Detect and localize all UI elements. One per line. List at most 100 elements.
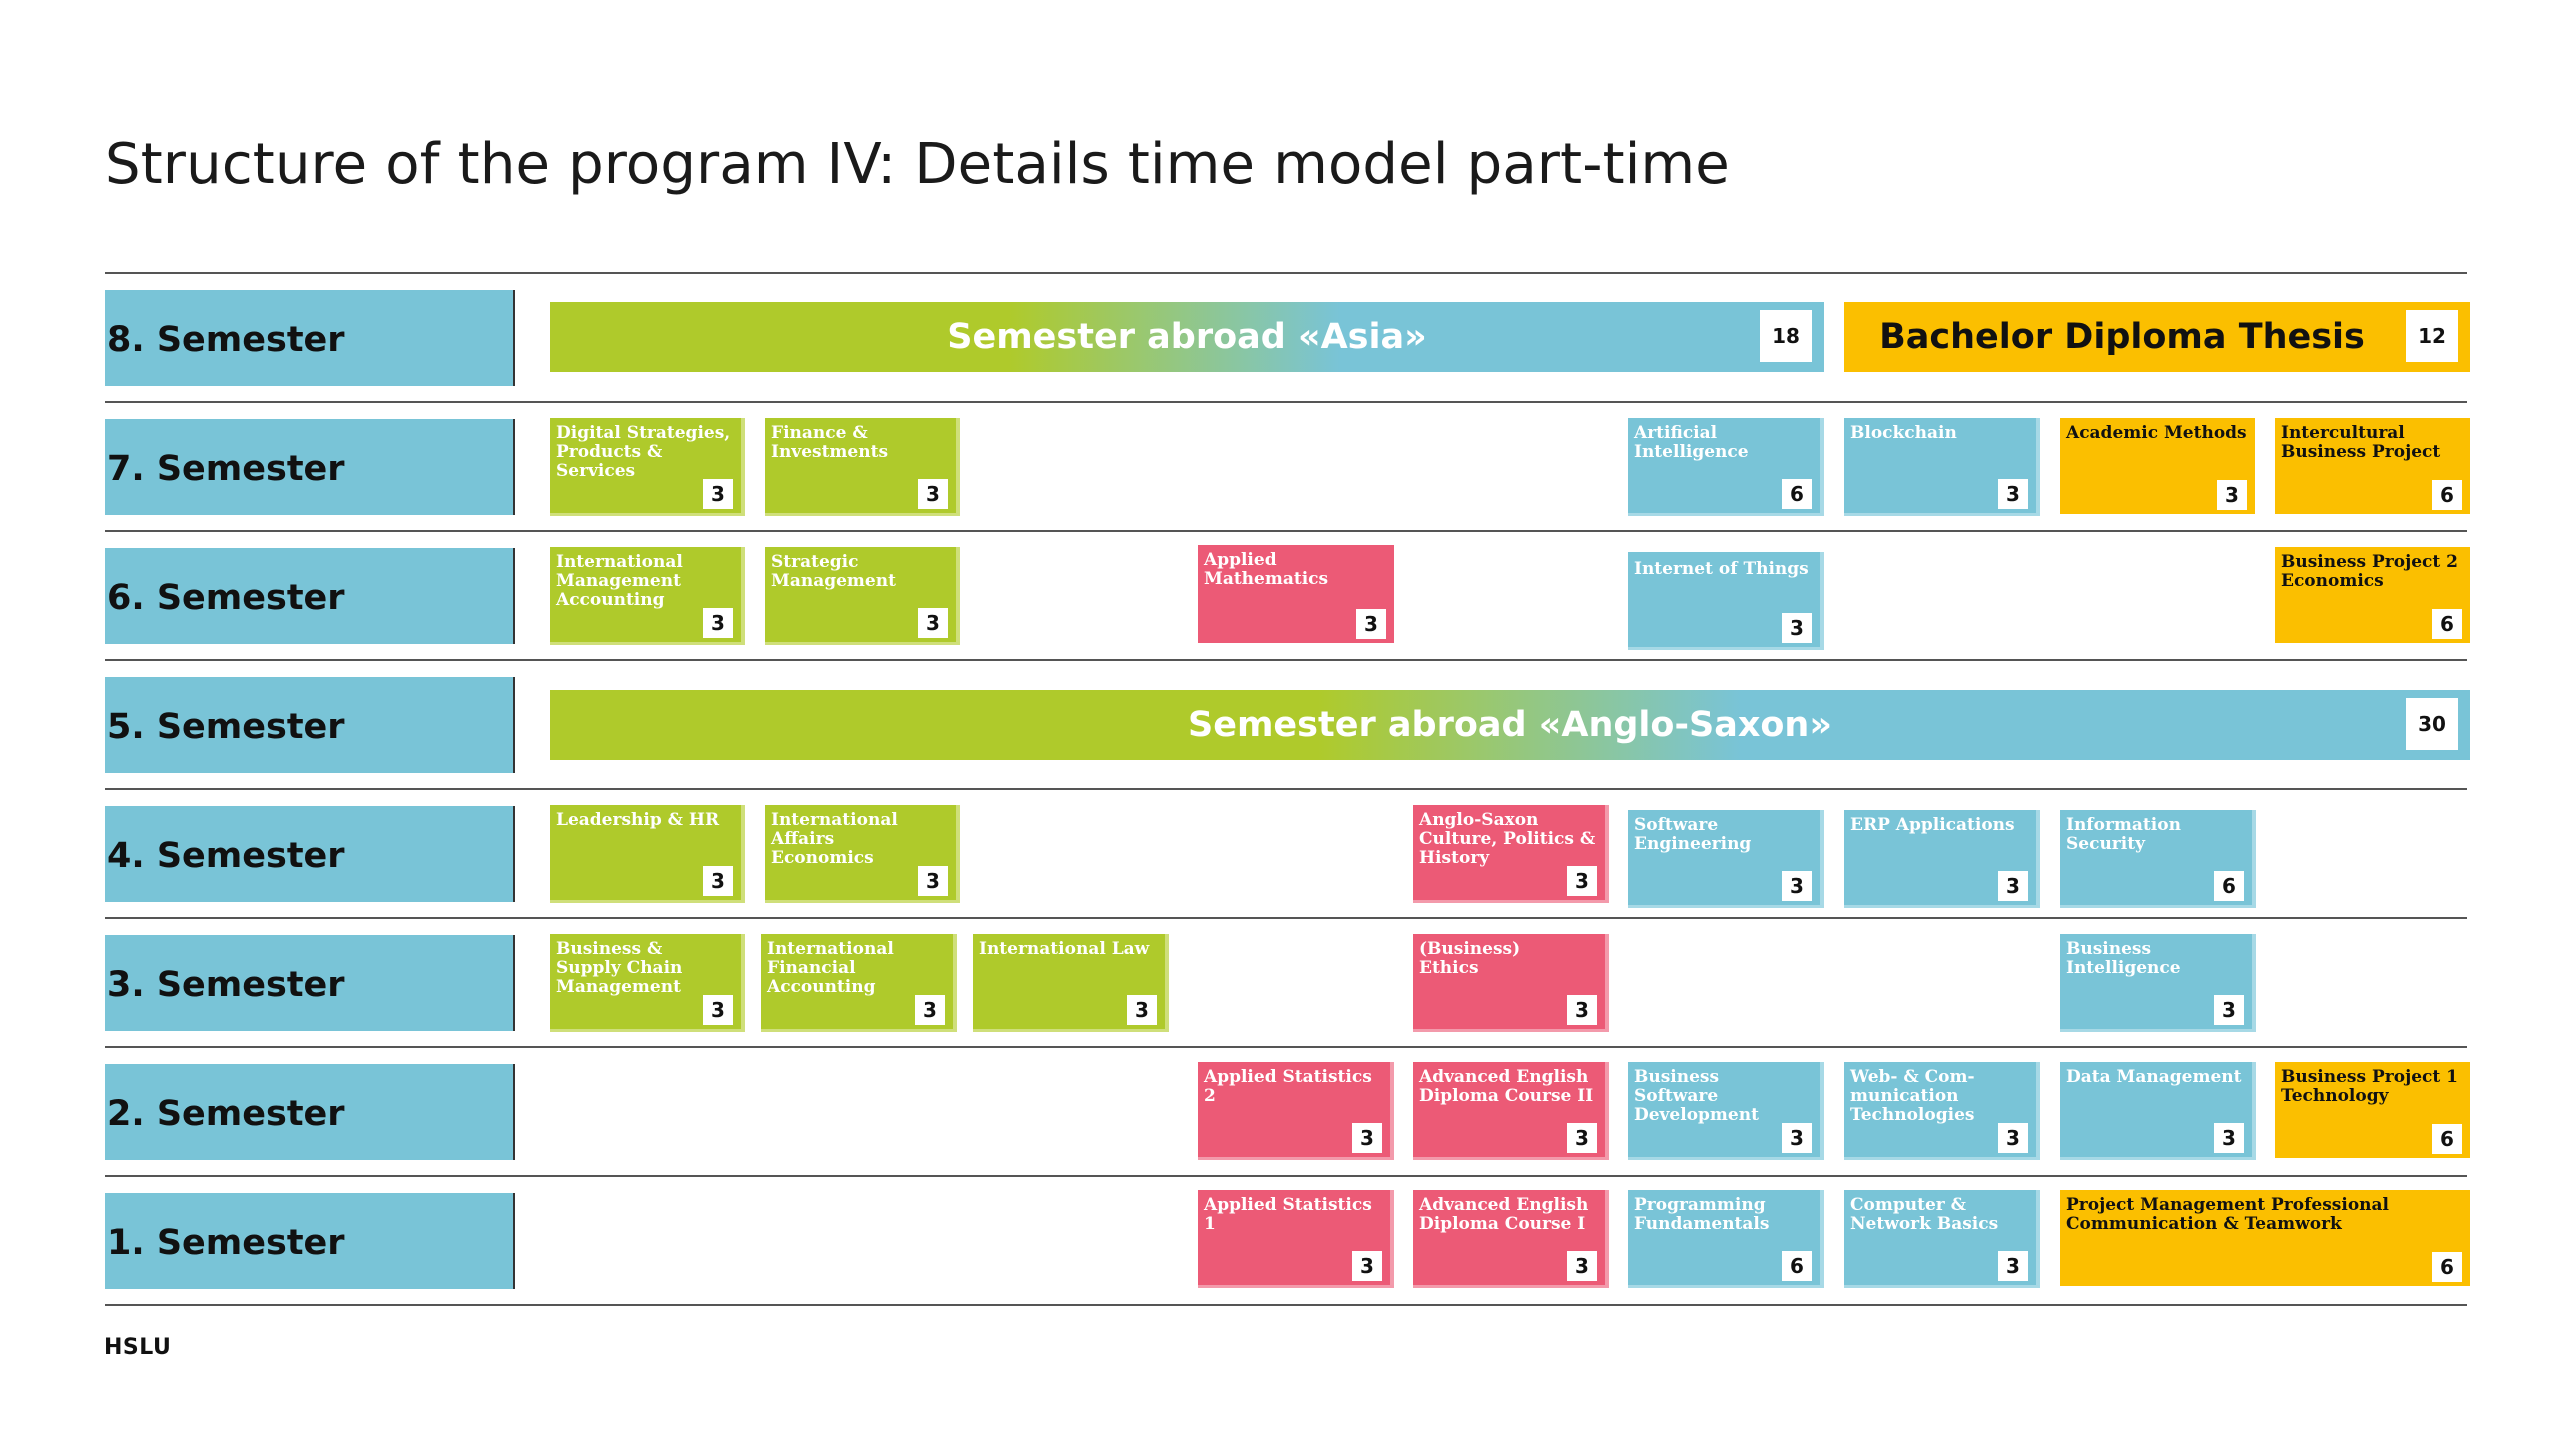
credits-badge: 30 bbox=[2406, 698, 2458, 750]
credits-badge: 3 bbox=[703, 608, 733, 638]
credits-badge: 6 bbox=[2432, 609, 2462, 639]
credits-badge: 6 bbox=[2432, 1252, 2462, 1282]
credits-badge: 3 bbox=[918, 479, 948, 509]
module-finance-investments: Finance & Investments 3 bbox=[765, 418, 960, 516]
module-label: (Business) Ethics bbox=[1419, 939, 1521, 978]
module-label: Project Management Professional Communic… bbox=[2066, 1195, 2389, 1234]
semester-label-2: 2. Semester bbox=[105, 1064, 515, 1160]
module-label: Academic Methods bbox=[2066, 423, 2247, 443]
hslu-logo: HSLU bbox=[104, 1335, 172, 1360]
credits-badge: 3 bbox=[1352, 1251, 1382, 1281]
row-divider bbox=[105, 530, 2467, 532]
row-divider bbox=[105, 659, 2467, 661]
semester-abroad-asia: Semester abroad «Asia» 18 bbox=[550, 302, 1824, 372]
module-label: Artificial Intelligence bbox=[1634, 423, 1749, 462]
semester-label-4: 4. Semester bbox=[105, 806, 515, 902]
credits-badge: 3 bbox=[1567, 866, 1597, 896]
module-label: Business Project 2 Economics bbox=[2281, 552, 2458, 591]
module-label: Internet of Things bbox=[1634, 559, 1809, 579]
credits-badge: 6 bbox=[2432, 1124, 2462, 1154]
module-project-management: Project Management Professional Communic… bbox=[2060, 1190, 2470, 1286]
semester-label-text: 3. Semester bbox=[107, 965, 345, 1005]
module-computer-network-basics: Computer & Network Basics 3 bbox=[1844, 1190, 2040, 1288]
module-academic-methods: Academic Methods 3 bbox=[2060, 418, 2255, 514]
bachelor-thesis-label: Bachelor Diploma Thesis bbox=[1879, 317, 2365, 357]
credits-badge: 3 bbox=[915, 995, 945, 1025]
credits-badge: 3 bbox=[1567, 995, 1597, 1025]
semester-label-text: 8. Semester bbox=[107, 320, 345, 360]
semester-label-text: 5. Semester bbox=[107, 707, 345, 747]
module-label: Strategic Management bbox=[771, 552, 896, 591]
credits-badge: 6 bbox=[1782, 479, 1812, 509]
module-label: Advanced English Diploma Course II bbox=[1419, 1067, 1594, 1106]
module-label: Advanced English Diploma Course I bbox=[1419, 1195, 1589, 1234]
semester-label-1: 1. Semester bbox=[105, 1193, 515, 1289]
semester-abroad-anglo-saxon-label: Semester abroad «Anglo-Saxon» bbox=[1188, 705, 1832, 745]
module-label: Software Engineering bbox=[1634, 815, 1752, 854]
credits-badge: 3 bbox=[2214, 1123, 2244, 1153]
credits-badge: 3 bbox=[703, 866, 733, 896]
module-label: International Affairs Economics bbox=[771, 810, 898, 868]
semester-label-text: 1. Semester bbox=[107, 1223, 345, 1263]
credits-badge: 3 bbox=[1782, 871, 1812, 901]
credits-badge: 3 bbox=[1352, 1123, 1382, 1153]
module-label: Digital Strategies, Products & Services bbox=[556, 423, 731, 481]
semester-label-text: 4. Semester bbox=[107, 836, 345, 876]
module-label: Blockchain bbox=[1850, 423, 1957, 443]
module-label: Business Project 1 Technology bbox=[2281, 1067, 2458, 1106]
credits-badge: 3 bbox=[1998, 479, 2028, 509]
credits-badge: 3 bbox=[1998, 871, 2028, 901]
credits-badge: 3 bbox=[1127, 995, 1157, 1025]
page-title: Structure of the program IV: Details tim… bbox=[105, 132, 1730, 197]
module-label: Intercultural Business Project bbox=[2281, 423, 2441, 462]
bachelor-thesis: Bachelor Diploma Thesis 12 bbox=[1844, 302, 2470, 372]
row-divider bbox=[105, 401, 2467, 403]
module-software-engineering: Software Engineering 3 bbox=[1628, 810, 1824, 908]
module-international-law: International Law 3 bbox=[973, 934, 1169, 1032]
module-label: International Law bbox=[979, 939, 1150, 959]
credits-badge: 3 bbox=[918, 866, 948, 896]
credits-badge: 3 bbox=[703, 479, 733, 509]
semester-abroad-anglo-saxon: Semester abroad «Anglo-Saxon» 30 bbox=[550, 690, 2470, 760]
credits-badge: 3 bbox=[1782, 613, 1812, 643]
semester-label-7: 7. Semester bbox=[105, 419, 515, 515]
module-label: Information Security bbox=[2066, 815, 2181, 854]
credits-badge: 3 bbox=[2217, 480, 2247, 510]
credits-badge: 3 bbox=[1998, 1251, 2028, 1281]
module-label: Business Software Development bbox=[1634, 1067, 1759, 1125]
credits-badge: 6 bbox=[2432, 480, 2462, 510]
module-label: Business Intelligence bbox=[2066, 939, 2181, 978]
module-label: Finance & Investments bbox=[771, 423, 889, 462]
credits-badge: 3 bbox=[703, 995, 733, 1025]
module-advanced-english-2: Advanced English Diploma Course II 3 bbox=[1413, 1062, 1609, 1160]
semester-label-8: 8. Semester bbox=[105, 290, 515, 386]
credits-badge: 3 bbox=[1567, 1251, 1597, 1281]
module-blockchain: Blockchain 3 bbox=[1844, 418, 2040, 516]
module-label: Computer & Network Basics bbox=[1850, 1195, 1999, 1234]
row-divider bbox=[105, 272, 2467, 274]
semester-label-text: 6. Semester bbox=[107, 578, 345, 618]
credits-badge: 18 bbox=[1760, 310, 1812, 362]
module-label: Data Management bbox=[2066, 1067, 2242, 1087]
credits-badge: 12 bbox=[2406, 310, 2458, 362]
credits-badge: 3 bbox=[1567, 1123, 1597, 1153]
module-label: Business & Supply Chain Management bbox=[556, 939, 683, 997]
module-erp-applications: ERP Applications 3 bbox=[1844, 810, 2040, 908]
semester-label-5: 5. Semester bbox=[105, 677, 515, 773]
module-label: ERP Applications bbox=[1850, 815, 2015, 835]
module-label: Anglo-Saxon Culture, Politics & History bbox=[1419, 810, 1596, 868]
credits-badge: 3 bbox=[918, 608, 948, 638]
row-divider bbox=[105, 1046, 2467, 1048]
